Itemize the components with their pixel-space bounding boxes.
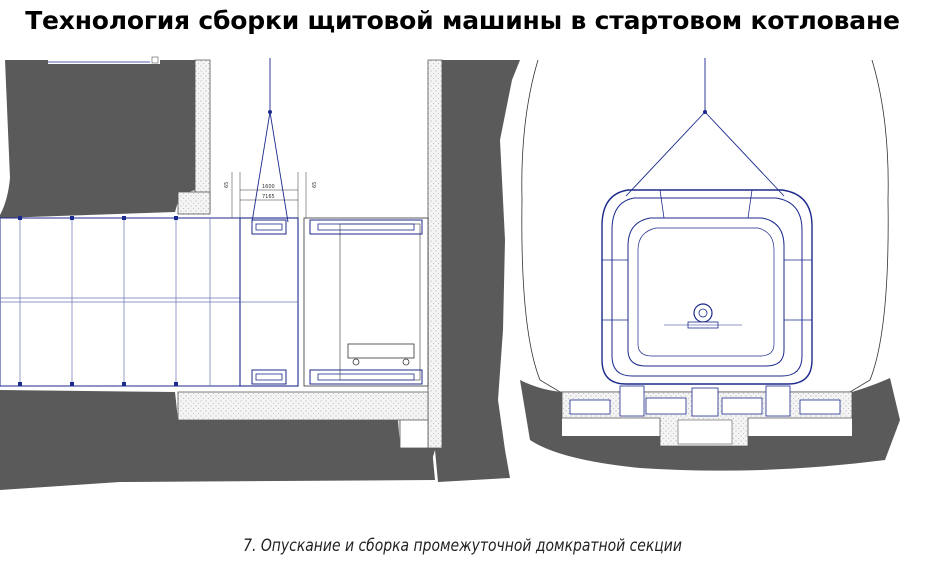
caption: 7. Опускание и сборка промежуточной домк… bbox=[243, 536, 682, 556]
page-title: Технология сборки щитовой машины в старт… bbox=[25, 6, 900, 35]
trolley bbox=[347, 343, 415, 359]
side-view: 65 65 1600 7165 bbox=[0, 56, 520, 490]
wall-top-left bbox=[177, 191, 211, 215]
machine-bottom-jack bbox=[309, 369, 423, 385]
shield-machine bbox=[303, 217, 429, 387]
jack-top bbox=[251, 219, 287, 235]
jack-bottom bbox=[251, 369, 287, 385]
cross-lifting-sling bbox=[625, 58, 785, 197]
lifting-sling bbox=[251, 58, 289, 223]
shield-outer-ring bbox=[601, 189, 813, 385]
soil-bottom bbox=[0, 390, 435, 490]
dim-left-gap: 65 bbox=[224, 182, 230, 188]
soil-right bbox=[432, 60, 520, 482]
cross-supports bbox=[569, 385, 841, 417]
sump-pit bbox=[399, 419, 429, 449]
shield-middle-ring bbox=[611, 197, 803, 377]
soil-left bbox=[0, 60, 195, 218]
cross-section-view bbox=[520, 58, 900, 471]
shaft-wall-left bbox=[194, 59, 211, 213]
cross-soil-bottom bbox=[520, 378, 900, 471]
dim-center-bottom: 7165 bbox=[262, 194, 275, 200]
machine-top-jack bbox=[309, 219, 423, 235]
dim-center-top: 1600 bbox=[262, 184, 275, 190]
shaft-wall-right bbox=[427, 59, 443, 449]
shield-inner-ring bbox=[627, 217, 785, 367]
dim-right-gap: 65 bbox=[312, 182, 318, 188]
dimension-lines bbox=[231, 172, 307, 218]
